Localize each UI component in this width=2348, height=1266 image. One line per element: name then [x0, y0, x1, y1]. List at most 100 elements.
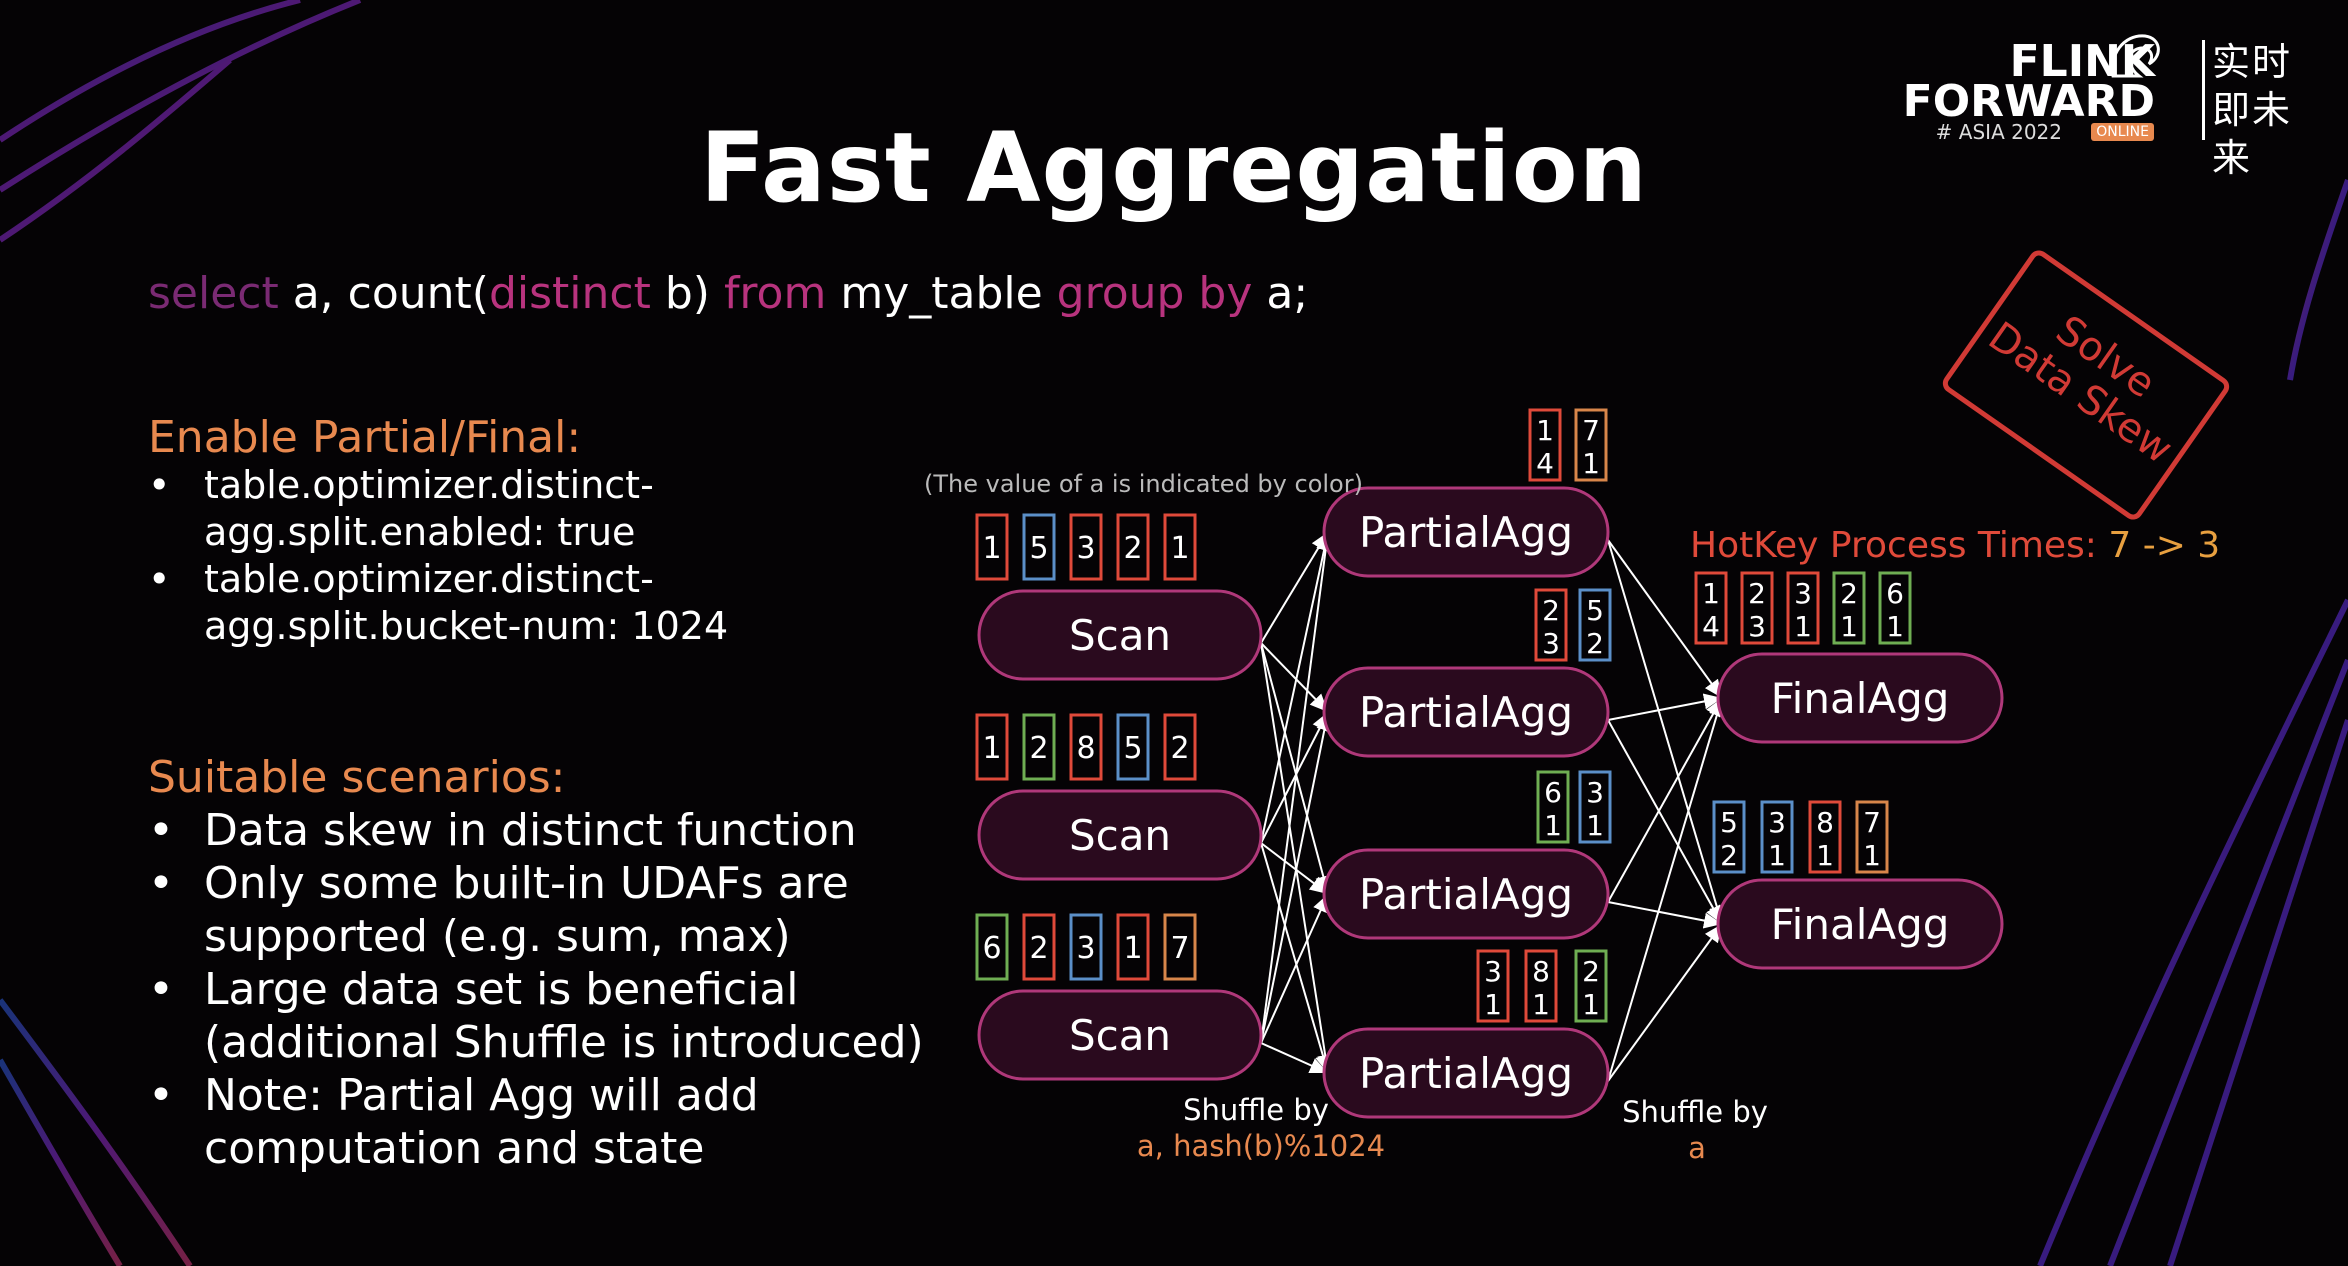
scenarios-heading: Suitable scenarios:	[148, 752, 566, 803]
partial-agg-node	[1322, 486, 1610, 578]
shuffle-edge	[1260, 531, 1333, 844]
record-value: 3	[1076, 531, 1095, 566]
hotkey-label-text: HotKey Process Times:	[1690, 525, 2108, 566]
sql-keyword-from: from	[723, 268, 827, 319]
record-count: 1	[1840, 610, 1858, 643]
scan-node-label: Scan	[1069, 1011, 1171, 1060]
record-key: 3	[1586, 776, 1604, 809]
record-key: 1	[1536, 414, 1554, 447]
list-item: table.optimizer.distinct-agg.split.bucke…	[148, 556, 748, 650]
scan-node-label: Scan	[1069, 611, 1171, 660]
sql-text: a, count(	[278, 268, 489, 319]
shuffle-edge	[1607, 539, 1725, 925]
sql-keyword-select: select	[148, 268, 279, 319]
sql-text: my_table	[826, 268, 1057, 319]
sql-keyword-distinct: distinct	[488, 268, 651, 319]
logo-divider	[2202, 40, 2205, 140]
record-box	[975, 513, 1009, 581]
record-key: 1	[1702, 577, 1720, 610]
record-value: 2	[1029, 731, 1048, 766]
record-key: 8	[1816, 806, 1834, 839]
record-box	[1536, 770, 1570, 844]
record-box	[1578, 588, 1612, 662]
record-box	[1022, 713, 1056, 781]
record-box	[1069, 713, 1103, 781]
record-key: 3	[1484, 955, 1502, 988]
record-value: 5	[1123, 731, 1142, 766]
record-key: 5	[1720, 806, 1738, 839]
record-key: 2	[1542, 594, 1560, 627]
record-value: 2	[1123, 531, 1142, 566]
record-count: 1	[1532, 988, 1550, 1021]
sql-query: select a, count(distinct b) from my_tabl…	[148, 268, 1308, 319]
flink-forward-logo: FLINK FORWARD # ASIA 2022 ONLINE 实时即未来	[1900, 26, 2320, 180]
scan-node	[977, 989, 1263, 1081]
shuffle-edge	[1260, 893, 1329, 1044]
record-count: 1	[1586, 809, 1604, 842]
record-box	[1069, 513, 1103, 581]
record-value: 1	[1123, 931, 1142, 966]
scan-node	[977, 789, 1263, 881]
record-value: 1	[982, 531, 1001, 566]
partial-agg-node-label: PartialAgg	[1359, 1049, 1573, 1098]
record-value: 2	[1029, 931, 1048, 966]
logo-line2: FORWARD	[1902, 76, 2155, 127]
record-key: 7	[1863, 806, 1881, 839]
shuffle-edge	[1607, 697, 1723, 903]
sql-keyword-group-by: group by	[1056, 268, 1253, 319]
record-count: 1	[1816, 839, 1834, 872]
hotkey-value: 7 -> 3	[2108, 525, 2220, 566]
scenarios-list: Data skew in distinct function Only some…	[148, 804, 928, 1175]
record-key: 2	[1840, 577, 1858, 610]
squirrel-icon	[2110, 34, 2160, 78]
list-item: Large data set is beneficial (additional…	[148, 963, 928, 1069]
record-box	[1163, 713, 1197, 781]
shuffle-edge	[1260, 531, 1334, 1044]
shuffle-edge	[1607, 693, 1723, 721]
logo-badge: ONLINE	[2091, 123, 2154, 141]
sql-text: a;	[1252, 268, 1309, 319]
record-value: 3	[1076, 931, 1095, 966]
record-count: 1	[1582, 988, 1600, 1021]
list-item: table.optimizer.distinct-agg.split.enabl…	[148, 462, 748, 556]
record-key: 8	[1532, 955, 1550, 988]
record-value: 5	[1029, 531, 1048, 566]
shuffle1-value: a, hash(b)%1024	[1137, 1129, 1385, 1163]
record-box	[1069, 913, 1103, 981]
record-value: 6	[982, 931, 1001, 966]
shuffle-edge	[1260, 711, 1333, 1044]
record-box	[1808, 800, 1842, 874]
record-box	[975, 913, 1009, 981]
shuffle-edge	[1260, 642, 1332, 895]
record-key: 2	[1582, 955, 1600, 988]
record-key: 3	[1768, 806, 1786, 839]
logo-edition: # ASIA 2022	[1935, 120, 2062, 144]
shuffle-edge	[1260, 711, 1329, 844]
record-count: 4	[1702, 610, 1720, 643]
shuffle2-value: a	[1688, 1131, 1706, 1165]
record-key: 2	[1748, 577, 1766, 610]
shuffle-edge	[1260, 642, 1334, 1074]
partial-agg-node	[1322, 666, 1610, 758]
record-box	[1832, 571, 1866, 645]
shuffle-edges	[1260, 531, 1725, 1082]
record-value: 7	[1170, 931, 1189, 966]
hotkey-label: HotKey Process Times: 7 -> 3	[1690, 525, 2220, 566]
record-key: 3	[1794, 577, 1812, 610]
record-count: 3	[1748, 610, 1766, 643]
shuffle2-label: Shuffle by	[1622, 1095, 1768, 1129]
record-box	[975, 713, 1009, 781]
record-box	[1528, 408, 1562, 482]
record-box	[1740, 571, 1774, 645]
record-box	[1712, 800, 1746, 874]
record-box	[1534, 588, 1568, 662]
slide-title: Fast Aggregation	[700, 112, 1648, 224]
partial-agg-node	[1322, 1027, 1610, 1119]
record-count: 1	[1863, 839, 1881, 872]
partial-agg-node	[1322, 848, 1610, 940]
color-note: (The value of a is indicated by color)	[924, 470, 1363, 498]
partial-agg-node-label: PartialAgg	[1359, 688, 1573, 737]
record-box	[1163, 913, 1197, 981]
record-value: 2	[1170, 731, 1189, 766]
